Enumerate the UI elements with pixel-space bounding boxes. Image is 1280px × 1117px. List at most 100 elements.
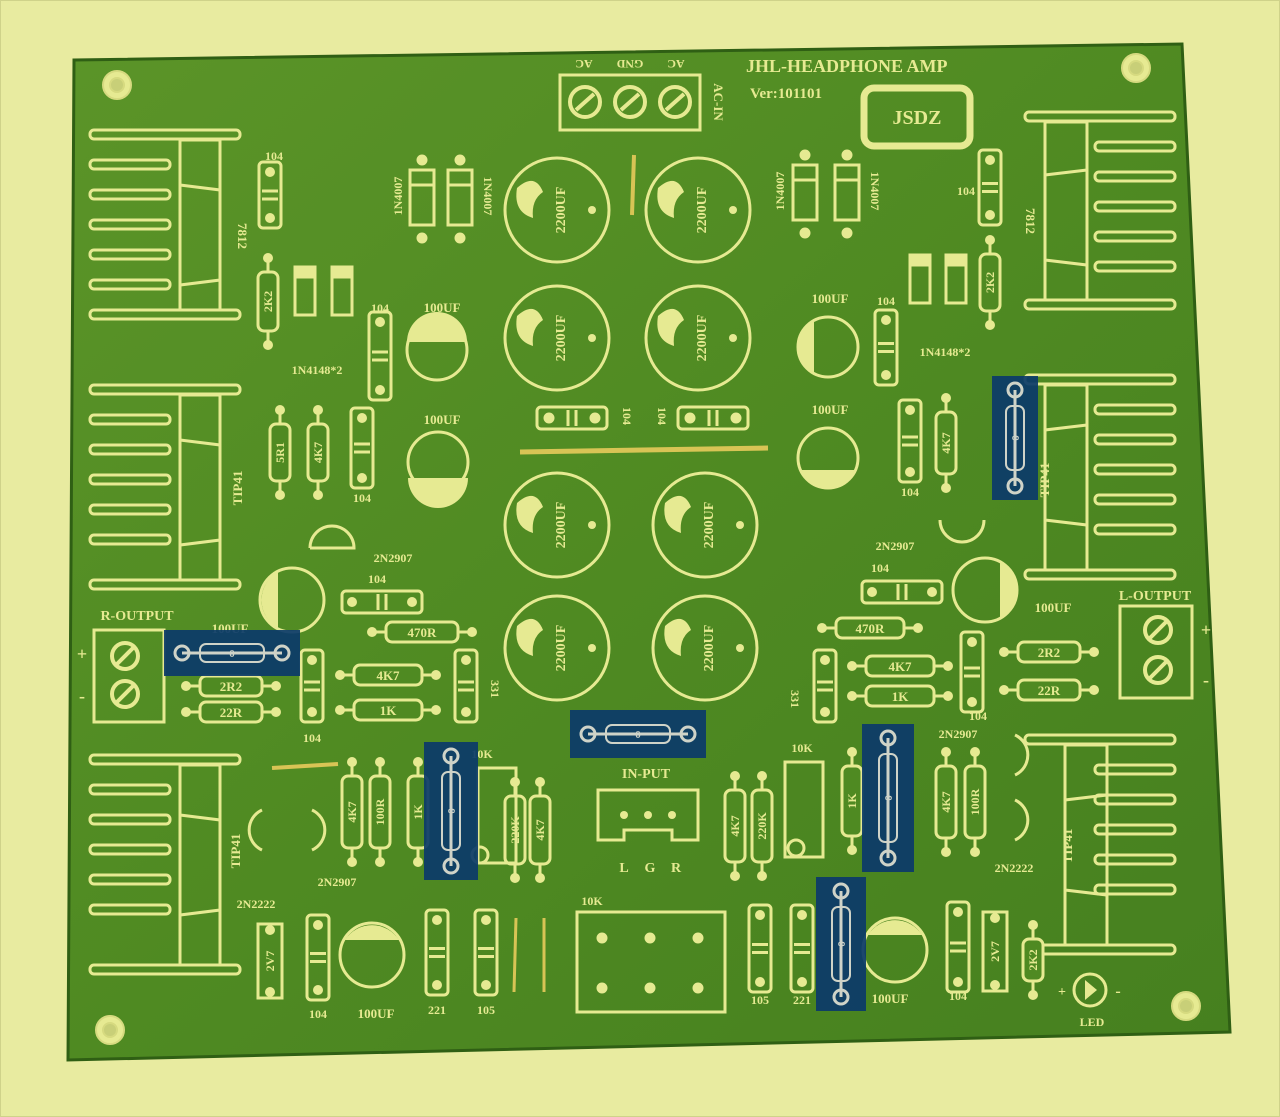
jumper-wire-main [519,445,769,455]
filter-cap-2200uf: 2200UF [503,594,611,702]
resistor: 2K2 [256,253,280,350]
svg-text:G: G [645,861,656,876]
jumper-label: 0 [229,648,235,660]
capacitor [747,903,773,994]
component-label: 104 [901,485,919,499]
heatsink-left-middle [88,383,242,591]
filter-cap-2200uf: 2200UF [644,284,752,392]
component-label: 2200UF [702,502,717,549]
svg-text:-: - [1115,983,1120,1000]
component-label: 4K7 [939,791,953,812]
cap-label: 104 [620,407,634,425]
component-label: 1K [411,804,425,820]
zero-ohm-jumper-highlight: 0 [424,742,478,880]
svg-text:JSDZ: JSDZ [893,107,942,129]
svg-text:-: - [1203,670,1209,690]
filter-cap-2200uf: 2200UF [651,594,759,702]
capacitor [299,648,325,724]
resistor: 4K7 [934,747,958,857]
filter-cap-2200uf: 2200UF [503,284,611,392]
zero-ohm-jumper-highlight: 0 [816,877,866,1011]
svg-text:AC: AC [667,57,684,71]
component-label: 104 [871,561,889,575]
cap-104-center-right [676,405,750,431]
transistor-label: 2N2907 [939,727,978,741]
cap-104-center-left [535,405,609,431]
regulator-label-right: 7812 [1023,208,1038,234]
jumper-wire-top [630,154,636,216]
component-label: 4K7 [939,432,953,453]
svg-text:+: + [1058,985,1066,1000]
resistor: 4K7 [847,654,953,678]
component-label: 2200UF [554,625,569,672]
resistor: 1K [847,684,953,708]
jumper-label: 0 [883,795,895,801]
component-label: 104 [969,709,987,723]
cap-label: 100UF [424,300,461,315]
jumper-label: 0 [446,808,458,814]
heatsink-right-top [1023,110,1177,311]
mounting-holes [95,53,1201,1045]
resistor: 2K2 [1021,920,1045,1000]
resistor: 220K [750,771,774,881]
zener-diode: 2V7 [981,910,1009,993]
heatsink-right-middle [1023,373,1177,581]
component-label: 104 [368,572,386,586]
component-label: 104 [303,731,321,745]
capacitor [789,903,815,994]
capacitor [873,308,899,387]
filter-cap-2200uf: 2200UF [503,471,611,579]
component-label: 4K7 [533,819,547,840]
resistor: 2R2 [181,674,281,698]
jumper-wire-left [271,762,339,770]
capacitor [453,648,479,724]
capacitor [977,148,1003,227]
resistor: 470R [367,620,477,644]
zero-ohm-jumper-highlight: 0 [862,724,914,872]
component-label: 22R [1038,683,1061,698]
capacitor [860,579,944,605]
led: LED + - [1058,972,1121,1029]
cap-label: 100UF [358,1006,395,1021]
ac-terminal-block: AC GND AC AC-IN [558,57,726,132]
component-label: 2K2 [261,291,275,312]
diode-pair-label: 1N4148*2 [920,345,971,359]
diode-label: 1N4007 [481,177,495,216]
transistor-label: 2N2907 [318,875,357,889]
transistor-label: 2N2222 [237,897,276,911]
cap-label: 100UF [424,412,461,427]
resistor: 4K7 [335,663,441,687]
capacitor [897,398,923,484]
component-label: 2200UF [554,502,569,549]
component-label: 2200UF [554,187,569,234]
resistor: 470R [817,616,923,640]
component-label: 2R2 [1038,645,1060,660]
jumper-wire [512,917,518,993]
component-label: 4K7 [376,668,400,683]
svg-text:GND: GND [616,57,643,71]
component-label: 104 [265,149,283,163]
board-title: JHL-HEADPHONE AMP [746,56,948,76]
diode-pair-label: 1N4148*2 [292,363,343,377]
jumper-label: 0 [635,729,641,741]
capacitor [424,908,450,997]
capacitor [257,160,283,230]
resistor: 100R [368,757,392,867]
component-label: 2200UF [695,187,710,234]
resistor: 4K7 [723,771,747,881]
diode-pair-right [908,253,968,305]
tip41-label-left-bottom: TIP41 [228,834,243,869]
capacitor [959,630,985,714]
svg-text:LED: LED [1080,1015,1105,1029]
component-label: 1K [892,689,910,704]
heatsink-right-bottom [1023,733,1177,956]
svg-text:R: R [671,861,682,876]
rectifier-diodes-right [791,149,861,239]
component-label: 470R [408,625,438,640]
cap-label: 100UF [1035,600,1072,615]
component-label: 104 [877,294,895,308]
component-label: 5R1 [273,442,287,463]
diode-label: 1N4007 [391,177,405,216]
